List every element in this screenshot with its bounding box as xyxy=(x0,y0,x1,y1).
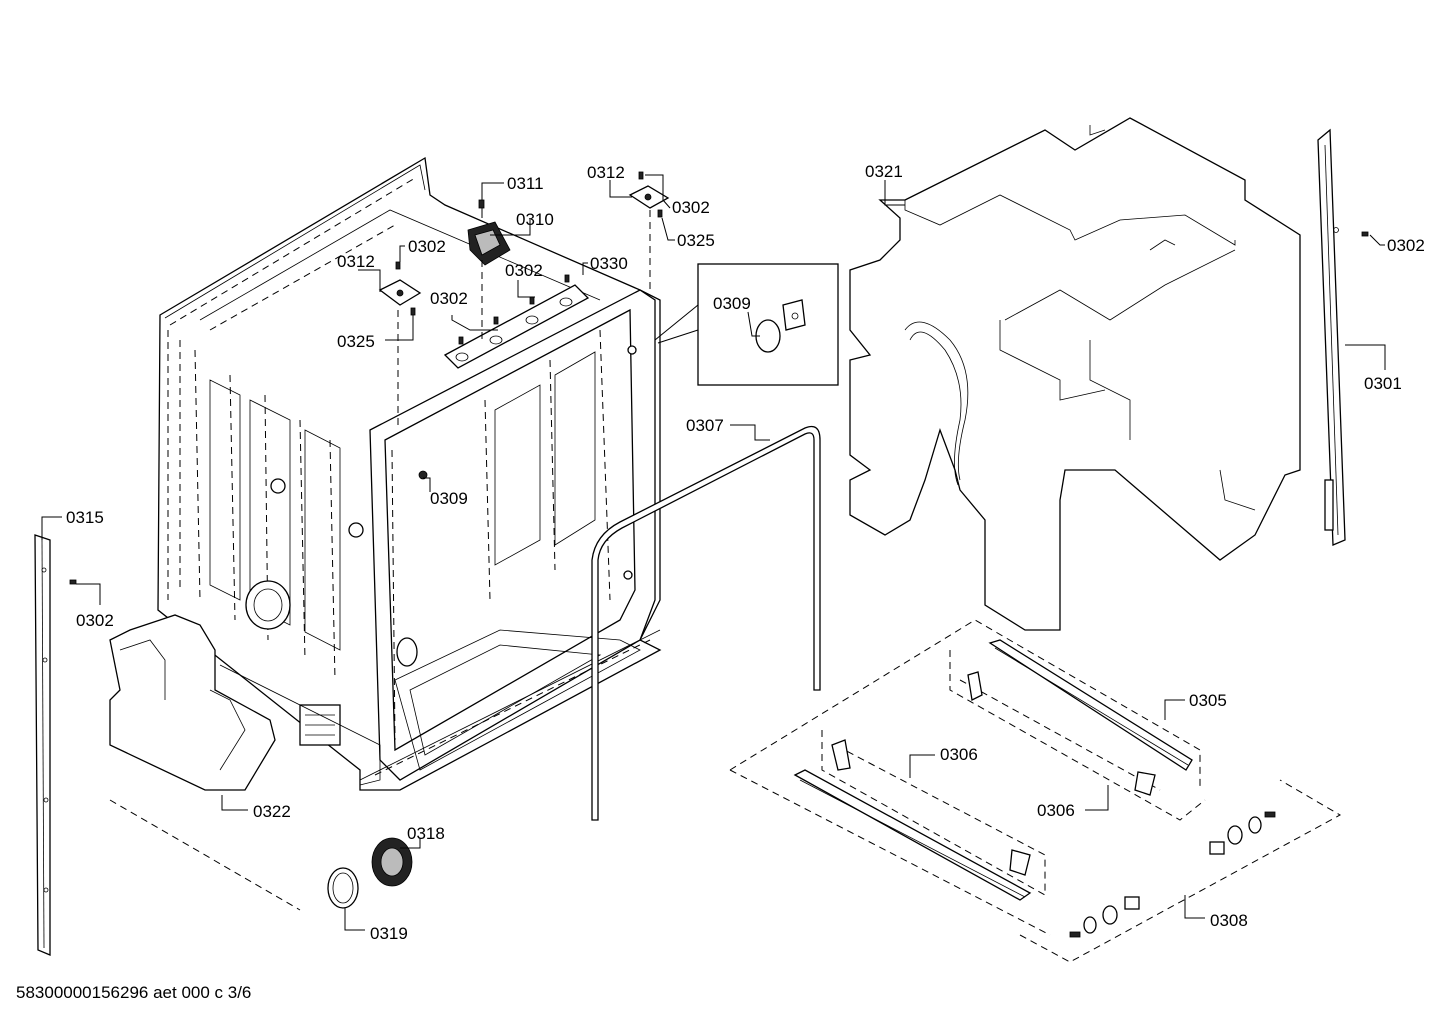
label-0302: 0302 xyxy=(76,611,114,630)
side-rail-0301 xyxy=(1317,128,1369,546)
label-0302: 0302 xyxy=(430,289,468,308)
label-0325: 0325 xyxy=(677,231,715,250)
label-0310: 0310 xyxy=(516,210,554,229)
label-0301: 0301 xyxy=(1364,374,1402,393)
door-seal-0307 xyxy=(591,425,821,821)
label-0306: 0306 xyxy=(1037,801,1075,820)
side-rail-0315 xyxy=(34,534,77,956)
insulation-0321 xyxy=(849,117,1301,631)
label-0302: 0302 xyxy=(1387,236,1425,255)
label-0309: 0309 xyxy=(713,294,751,313)
document-footer: 58300000156296 aet 000 c 3/6 xyxy=(16,983,251,1002)
label-0319: 0319 xyxy=(370,924,408,943)
cover-0322 xyxy=(109,614,301,911)
label-0330: 0330 xyxy=(590,254,628,273)
bottom-assembly xyxy=(729,619,1342,963)
label-0321: 0321 xyxy=(865,162,903,181)
label-0305: 0305 xyxy=(1189,691,1227,710)
callout-labels: 0311 0310 0312 0302 0325 0302 0302 0330 … xyxy=(66,162,1425,943)
label-0312: 0312 xyxy=(337,252,375,271)
label-0306: 0306 xyxy=(940,745,978,764)
label-0315: 0315 xyxy=(66,508,104,527)
label-0318: 0318 xyxy=(407,824,445,843)
label-0309: 0309 xyxy=(430,489,468,508)
label-0322: 0322 xyxy=(253,802,291,821)
leader-lines xyxy=(41,174,1386,931)
top-brackets xyxy=(378,171,670,430)
label-0302: 0302 xyxy=(672,198,710,217)
label-0308: 0308 xyxy=(1210,911,1248,930)
label-0325: 0325 xyxy=(337,332,375,351)
label-0302: 0302 xyxy=(505,261,543,280)
label-0312: 0312 xyxy=(587,163,625,182)
parts-0318-0319 xyxy=(327,837,413,909)
part-0309-inset xyxy=(654,263,839,386)
label-0302: 0302 xyxy=(408,237,446,256)
label-0307: 0307 xyxy=(686,416,724,435)
label-0311: 0311 xyxy=(507,174,544,193)
